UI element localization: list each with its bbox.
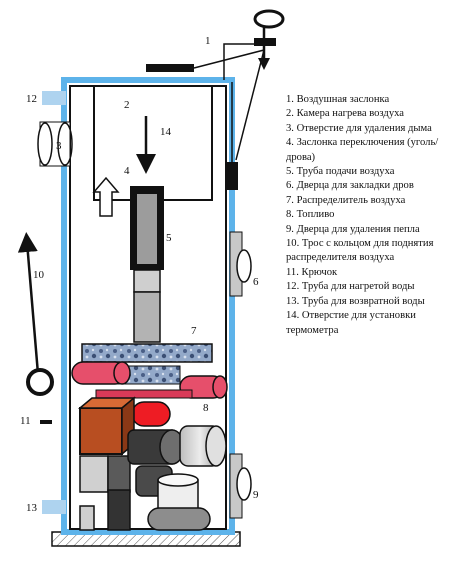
callout-14: 14 (160, 126, 172, 138)
callout-2: 2 (124, 99, 130, 111)
cable-arrow (17, 232, 40, 375)
hot-water-pipe (42, 91, 66, 105)
return-water-pipe (42, 500, 66, 514)
fuel-dark-block (107, 455, 131, 493)
damper-ring (253, 9, 285, 29)
fuel-box (79, 407, 123, 455)
outer-casing (61, 77, 235, 535)
legend-item-8: 8. Топливо (286, 209, 335, 221)
callout-10: 10 (33, 269, 45, 281)
air-flow-arrow (92, 176, 120, 217)
legend-item-3: 3. Отверстие для удаления дыма (286, 122, 432, 134)
red-pipe-right-end (212, 375, 228, 399)
legend-item-13: 13. Труба для возвратной воды (286, 295, 425, 307)
red-pipe-horizontal (95, 389, 193, 399)
damper-arrow (258, 58, 270, 70)
smoke-outlet (37, 122, 53, 166)
damper-cable-2 (193, 49, 265, 69)
cable-ring (26, 368, 54, 396)
legend-item-14: 14. Отверстие для установки термометра (286, 310, 416, 336)
smoke-outlet-back (57, 122, 73, 166)
callout-5: 5 (166, 232, 172, 244)
callout-11: 11 (20, 415, 31, 427)
callout-12: 12 (26, 93, 37, 105)
red-pipe-lower (131, 401, 171, 427)
fuel-upright-cylinder-top (157, 473, 199, 487)
air-damper-plate (146, 64, 194, 72)
legend-item-10: 10. Трос с кольцом для поднятия распреде… (286, 238, 434, 264)
callout-8: 8 (203, 402, 209, 414)
legend-item-4: 4. Заслонка переключения (уголь/ дрова) (286, 137, 439, 163)
legend-item-1: 1. Воздушная заслонка (286, 94, 390, 105)
ash-door-handle (236, 467, 252, 501)
damper-bar (254, 38, 276, 46)
legend-item-11: 11. Крючок (286, 266, 338, 278)
switch-damper-box (226, 162, 238, 190)
hook (40, 420, 52, 424)
legend-item-12: 12. Труба для нагретой воды (286, 281, 415, 293)
red-pipe-left-end (113, 361, 131, 385)
callout-6: 6 (253, 276, 259, 288)
damper-cable-3 (235, 49, 265, 161)
legend-item-5: 5. Труба подачи воздуха (286, 166, 395, 178)
callout-9: 9 (253, 489, 259, 501)
air-distributor (81, 343, 213, 363)
air-supply-pipe-lower (133, 269, 161, 293)
legend-item-7: 7. Распределитель воздуха (286, 194, 406, 206)
legend-item-9: 9. Дверца для удаления пепла (286, 223, 420, 235)
fuel-cylinder-light-end (205, 425, 227, 467)
wood-door-handle (236, 249, 252, 283)
fuel-grey-block (79, 455, 109, 493)
callout-7: 7 (191, 325, 197, 337)
air-supply-pipe-bottom (133, 291, 161, 343)
heating-chamber (93, 85, 213, 201)
legend-item-2: 2. Камера нагрева воздуха (286, 108, 404, 120)
callout-4: 4 (124, 165, 130, 177)
legend: 1. Воздушная заслонка 2. Камера нагрева … (286, 93, 464, 338)
air-supply-pipe-inner (137, 194, 157, 264)
fuel-bottom-post-2 (107, 489, 131, 531)
callout-13: 13 (26, 502, 38, 514)
callout-1: 1 (205, 35, 211, 47)
damper-cable (223, 43, 254, 80)
fuel-bottom-post-1 (79, 505, 95, 531)
fuel-bottom-log (147, 507, 211, 531)
callout-3: 3 (56, 140, 62, 152)
legend-item-6: 6. Дверца для закладки дров (286, 180, 414, 192)
